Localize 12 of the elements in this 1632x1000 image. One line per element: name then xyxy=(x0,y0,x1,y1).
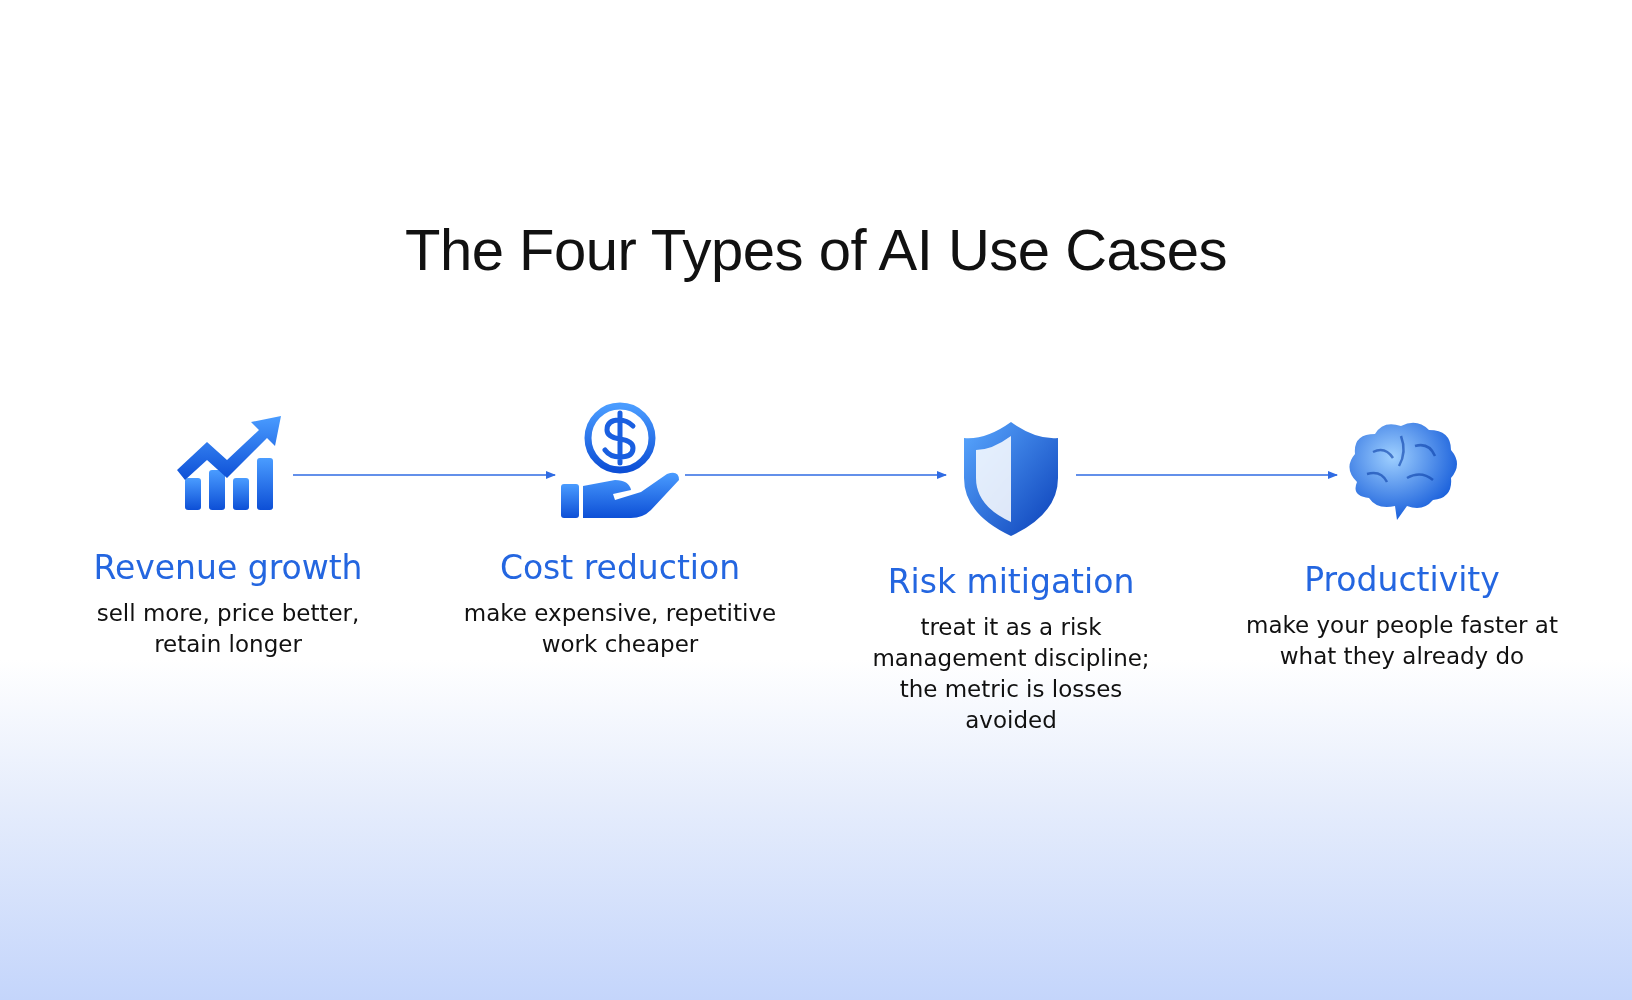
arrow xyxy=(292,471,556,479)
card-description: sell more, price better, retain longer xyxy=(95,598,361,659)
card-heading: Revenue growth xyxy=(92,548,364,588)
card-heading: Cost reduction xyxy=(498,548,742,588)
card-heading: Productivity xyxy=(1303,560,1501,600)
arrow xyxy=(684,471,947,479)
card-description: make your people faster at what they already do xyxy=(1245,610,1559,671)
card-heading: Risk mitigation xyxy=(886,562,1136,602)
card-description: treat it as a risk management discipline; the metric is losses avoided xyxy=(871,612,1151,736)
arrow xyxy=(1075,471,1338,479)
card-description: make expensive, repetitive work cheaper xyxy=(462,598,778,659)
title: The Four Types of AI Use Cases xyxy=(404,216,1228,283)
